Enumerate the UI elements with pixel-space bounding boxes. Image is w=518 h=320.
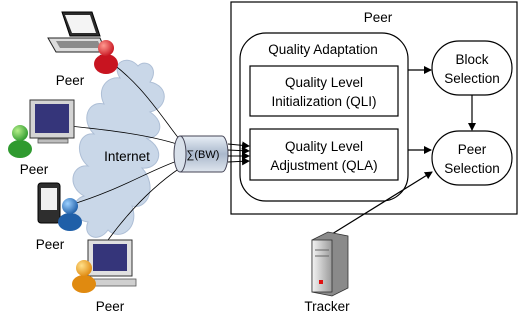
peer-box-title: Peer	[364, 10, 393, 25]
peer-1-label: Peer	[56, 73, 85, 88]
peer-2: Peer	[8, 99, 75, 177]
block-selection-node: Block Selection	[431, 40, 513, 96]
bandwidth-aggregator: ∑(BW)	[173, 135, 229, 173]
qla-line1: Quality Level	[285, 139, 363, 154]
aggregator-label: ∑(BW)	[187, 149, 220, 161]
peer-selection-line2: Selection	[444, 161, 500, 176]
peer-1: Peer	[47, 11, 118, 88]
qla-box: Quality Level Adjustment (QLA)	[249, 128, 399, 181]
arrow-tracker-to-peer-selection	[331, 171, 433, 235]
avatar-red-icon	[94, 40, 118, 74]
tracker: Tracker	[304, 231, 350, 314]
peer-3: Peer	[36, 182, 82, 252]
qla-line2: Adjustment (QLA)	[270, 158, 377, 173]
link-peer-4	[107, 167, 181, 241]
desktop-icon	[29, 99, 75, 144]
pda-icon	[37, 182, 61, 224]
laptop-icon	[47, 11, 107, 53]
peer-4: Peer	[72, 239, 137, 314]
computer-icon	[85, 239, 137, 287]
link-peer-3	[69, 159, 181, 206]
avatar-orange-icon	[72, 260, 96, 293]
qli-box: Quality Level Initialization (QLI)	[249, 65, 399, 117]
peer-2-label: Peer	[20, 162, 49, 177]
peer-4-label: Peer	[96, 299, 125, 314]
block-selection-line2: Selection	[444, 71, 500, 86]
aggregator-arrows	[227, 141, 250, 166]
server-icon	[311, 231, 349, 297]
tracker-label: Tracker	[304, 299, 350, 314]
peer-3-label: Peer	[36, 237, 65, 252]
link-peer-2	[59, 124, 181, 146]
peer-selection-line1: Peer	[458, 142, 487, 157]
block-selection-line1: Block	[455, 52, 488, 67]
internet-label: Internet	[104, 149, 150, 164]
avatar-green-icon	[8, 125, 32, 158]
internal-arrows	[408, 66, 476, 154]
avatar-blue-icon	[58, 198, 82, 231]
quality-adaptation-title: Quality Adaptation	[268, 42, 378, 57]
peer-selection-node: Peer Selection	[431, 130, 513, 186]
internet-cloud: Internet	[72, 59, 165, 238]
qli-line2: Initialization (QLI)	[271, 94, 376, 109]
qli-line1: Quality Level	[285, 75, 363, 90]
